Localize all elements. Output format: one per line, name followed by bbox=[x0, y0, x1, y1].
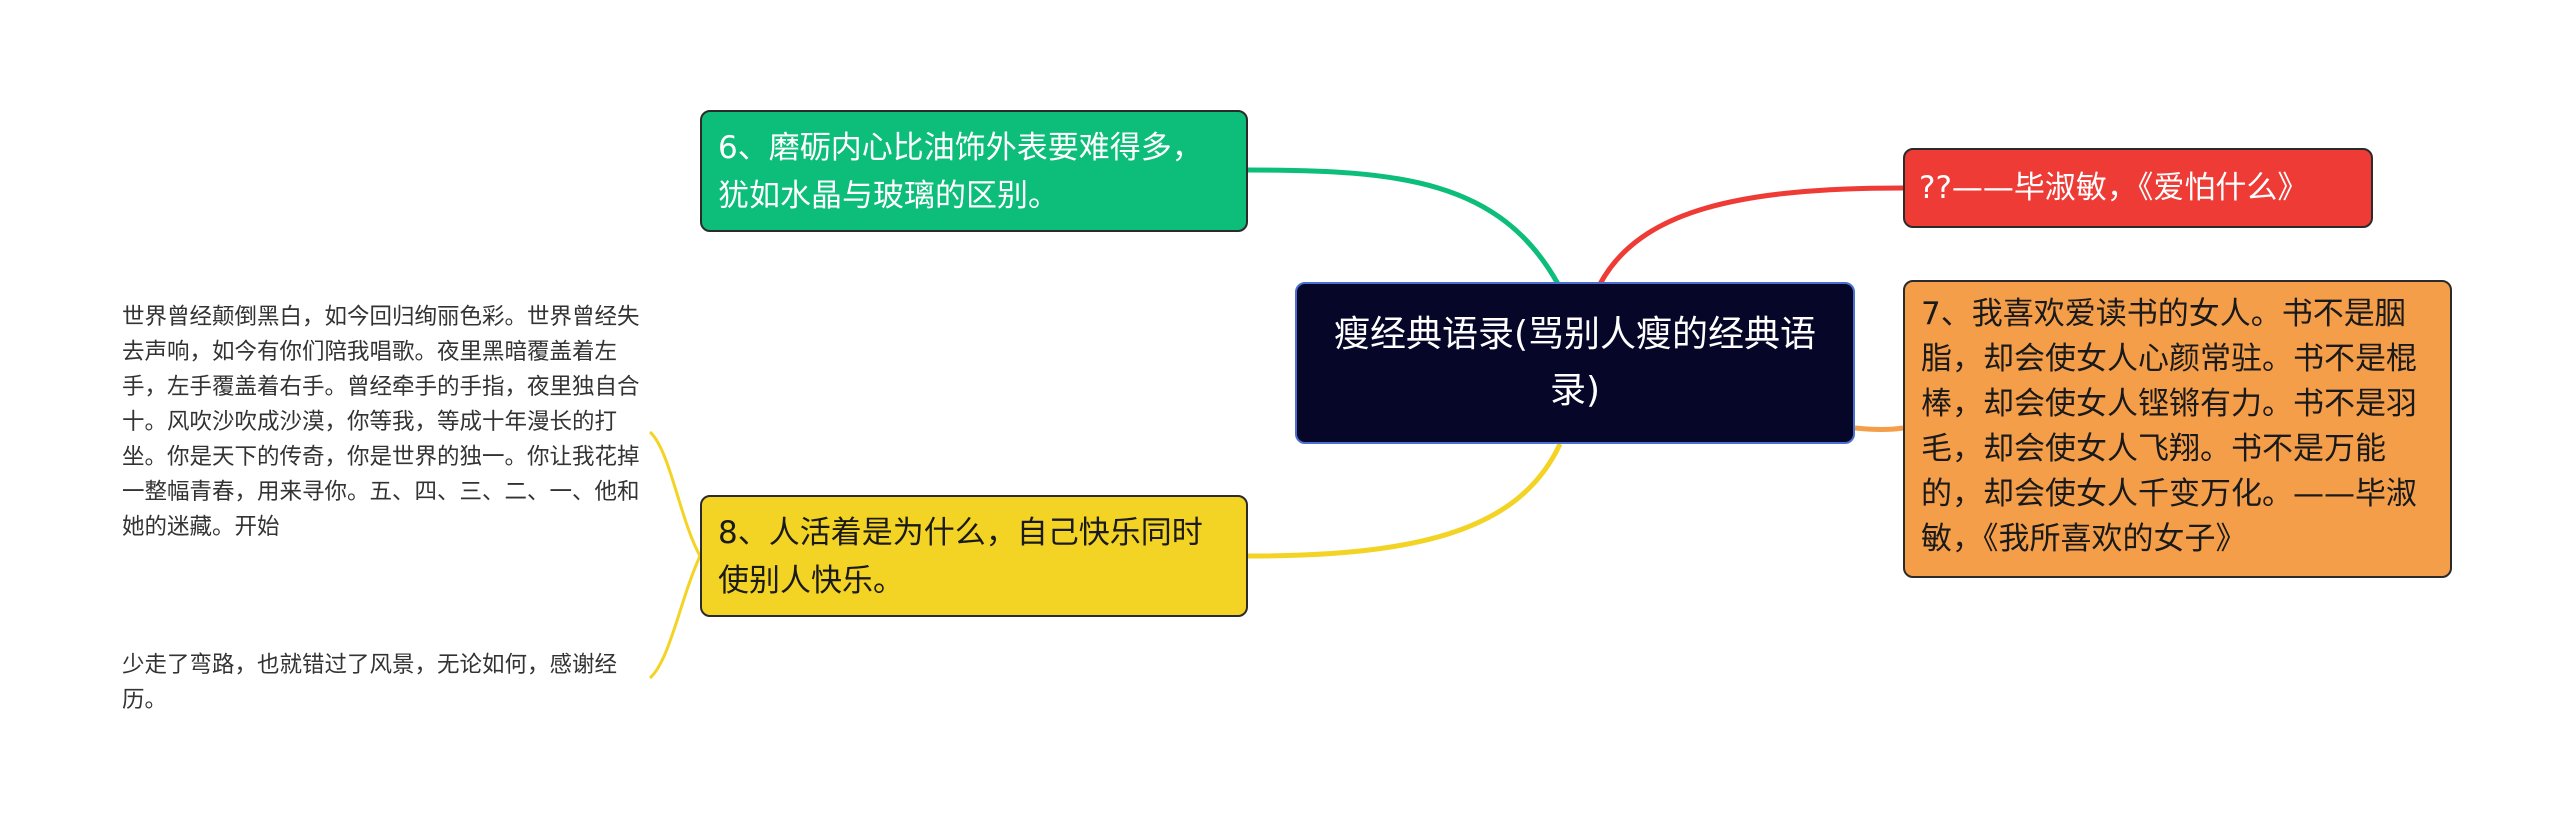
topic-node-6[interactable]: 6、磨砺内心比油饰外表要难得多，犹如水晶与玻璃的区别。 bbox=[700, 110, 1248, 232]
center-node-title: 瘦经典语录(骂别人瘦的经典语录) bbox=[1333, 314, 1817, 411]
connector-center-to-r1 bbox=[1597, 185, 1904, 286]
leaf-note-world-text: 世界曾经颠倒黑白，如今回归绚丽色彩。世界曾经失去声响，如今有你们陪我唱歌。夜里黑… bbox=[122, 304, 640, 540]
topic-node-6-text: 6、磨砺内心比油饰外表要难得多，犹如水晶与玻璃的区别。 bbox=[718, 130, 1203, 214]
topic-node-quote-bishumin-text: ??——毕淑敏，《爱怕什么》 bbox=[1919, 170, 2309, 206]
leaf-note-detour[interactable]: 少走了弯路，也就错过了风景，无论如何，感谢经历。 bbox=[122, 648, 642, 718]
topic-node-quote-bishumin[interactable]: ??——毕淑敏，《爱怕什么》 bbox=[1903, 148, 2373, 228]
topic-node-8-text: 8、人活着是为什么，自己快乐同时使别人快乐。 bbox=[718, 515, 1203, 599]
topic-node-7[interactable]: 7、我喜欢爱读书的女人。书不是胭脂，却会使女人心颜常驻。书不是棍棒，却会使女人铿… bbox=[1903, 280, 2452, 578]
leaf-note-detour-text: 少走了弯路，也就错过了风景，无论如何，感谢经历。 bbox=[122, 652, 618, 713]
center-node[interactable]: 瘦经典语录(骂别人瘦的经典语录) bbox=[1295, 282, 1855, 444]
connector-n8-to-leaf1 bbox=[648, 430, 702, 557]
connector-n8-to-leaf2 bbox=[648, 555, 702, 680]
topic-node-8[interactable]: 8、人活着是为什么，自己快乐同时使别人快乐。 bbox=[700, 495, 1248, 617]
topic-node-7-text: 7、我喜欢爱读书的女人。书不是胭脂，却会使女人心颜常驻。书不是棍棒，却会使女人铿… bbox=[1921, 296, 2417, 557]
connector-center-to-r2 bbox=[1854, 425, 1904, 432]
connector-center-to-n8 bbox=[1247, 442, 1563, 559]
connector-center-to-n6 bbox=[1247, 167, 1561, 286]
leaf-note-world[interactable]: 世界曾经颠倒黑白，如今回归绚丽色彩。世界曾经失去声响，如今有你们陪我唱歌。夜里黑… bbox=[122, 300, 642, 545]
